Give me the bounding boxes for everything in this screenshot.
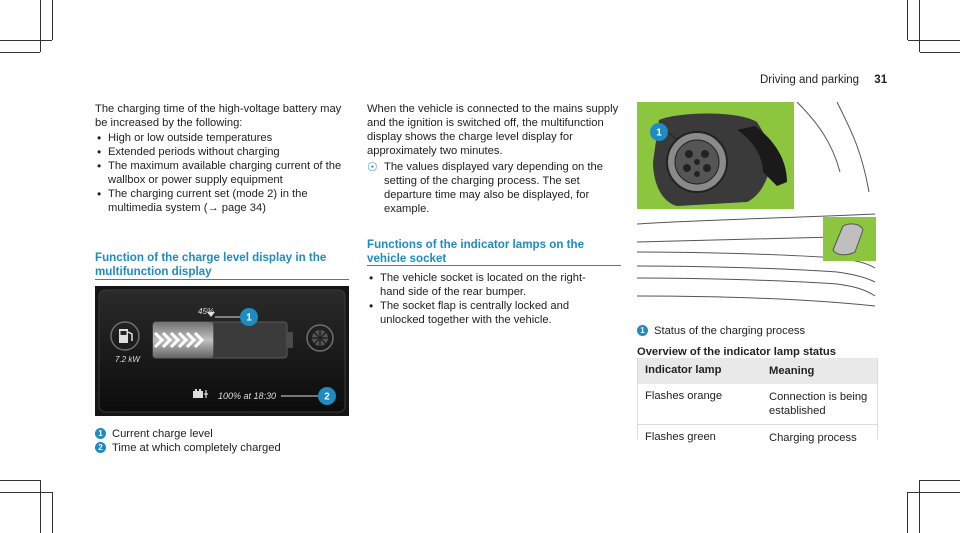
section-title: Driving and parking [760, 74, 860, 86]
page-number: 31 [874, 74, 888, 86]
note: ☉ The values displayed vary depending on… [367, 160, 619, 216]
indicator-lamp-table: Indicator lamp Meaning Flashes orange Co… [637, 358, 877, 451]
table-header-row: Indicator lamp Meaning [637, 358, 877, 384]
table-row: Flashes orange Connection is being estab… [637, 384, 877, 425]
table-left-border [637, 358, 638, 440]
fuel-pump-icon [110, 321, 140, 351]
crop-mark [40, 0, 41, 52]
svg-text:1: 1 [656, 128, 662, 139]
crop-mark [908, 40, 960, 41]
crop-mark [919, 480, 920, 533]
list-item: The socket flap is centrally locked and … [367, 299, 607, 327]
list-item: The maximum available charging current o… [95, 159, 347, 187]
left-column: The charging time of the high-voltage ba… [95, 102, 347, 215]
crop-mark [0, 40, 52, 41]
body-paragraph: When the vehicle is connected to the mai… [367, 103, 619, 157]
table-cell: Charging process [769, 432, 857, 444]
crop-mark [907, 492, 908, 533]
middle-column: When the vehicle is connected to the mai… [367, 102, 619, 216]
crop-mark [0, 492, 52, 493]
crop-mark [0, 480, 40, 481]
table-cell: Connection is being established [769, 391, 868, 417]
note-text: The values displayed vary depending on t… [384, 161, 603, 215]
list-item: The charging current set (mode 2) in the… [95, 187, 347, 215]
crop-mark [920, 480, 960, 481]
bullet-list: High or low outside temperatures Extende… [95, 131, 347, 215]
column-header: Meaning [769, 365, 815, 377]
table-cell: Flashes orange [645, 390, 723, 402]
heading-rule [95, 279, 349, 280]
heading-rule [367, 265, 621, 266]
section-heading: Functions of the indicator lamps on the … [367, 238, 585, 265]
crop-mark [52, 0, 53, 40]
crop-mark [52, 492, 53, 533]
info-icon: ☉ [367, 160, 378, 174]
crop-mark [40, 480, 41, 533]
running-header: Driving and parking 31 [760, 74, 887, 86]
middle-bullets: The vehicle socket is located on the rig… [367, 271, 607, 327]
power-label: 7.2 kW [115, 355, 141, 364]
callout-marker-1 [240, 308, 258, 326]
table-right-border [877, 358, 878, 440]
crop-mark [920, 52, 960, 53]
crop-mark [907, 0, 908, 40]
multifunction-display-illustration: 45% 1 7.2 kW 100% at 18:30 2 [95, 286, 349, 416]
crop-mark [0, 52, 40, 53]
svg-text:1: 1 [246, 313, 252, 324]
svg-text:2: 2 [324, 392, 330, 403]
target-time-label: 100% at 18:30 [218, 391, 276, 401]
list-item: The vehicle socket is located on the rig… [367, 271, 607, 299]
crop-mark [908, 492, 960, 493]
car-rear-graphic: 1 [637, 102, 876, 307]
plug-icon [193, 389, 208, 398]
charge-level-label: 45% [198, 307, 214, 316]
table-title: Overview of the indicator lamp status [637, 346, 836, 358]
list-item: Extended periods without charging [95, 145, 347, 159]
intro-text: The charging time of the high-voltage ba… [95, 103, 342, 129]
table-row: Flashes green Charging process [637, 425, 877, 451]
column-header: Indicator lamp [645, 364, 722, 376]
table-cell: Flashes green [645, 431, 716, 443]
fan-icon [306, 324, 334, 352]
cluster-graphic: 45% 1 7.2 kW 100% at 18:30 2 [98, 289, 346, 413]
callout-marker-1 [650, 123, 668, 141]
callout-marker-2 [318, 387, 336, 405]
section-heading: Function of the charge level display in … [95, 251, 327, 278]
list-item: High or low outside temperatures [95, 131, 347, 145]
battery-gauge [152, 321, 293, 359]
vehicle-socket-illustration: 1 [637, 102, 877, 318]
crop-mark [919, 0, 920, 52]
